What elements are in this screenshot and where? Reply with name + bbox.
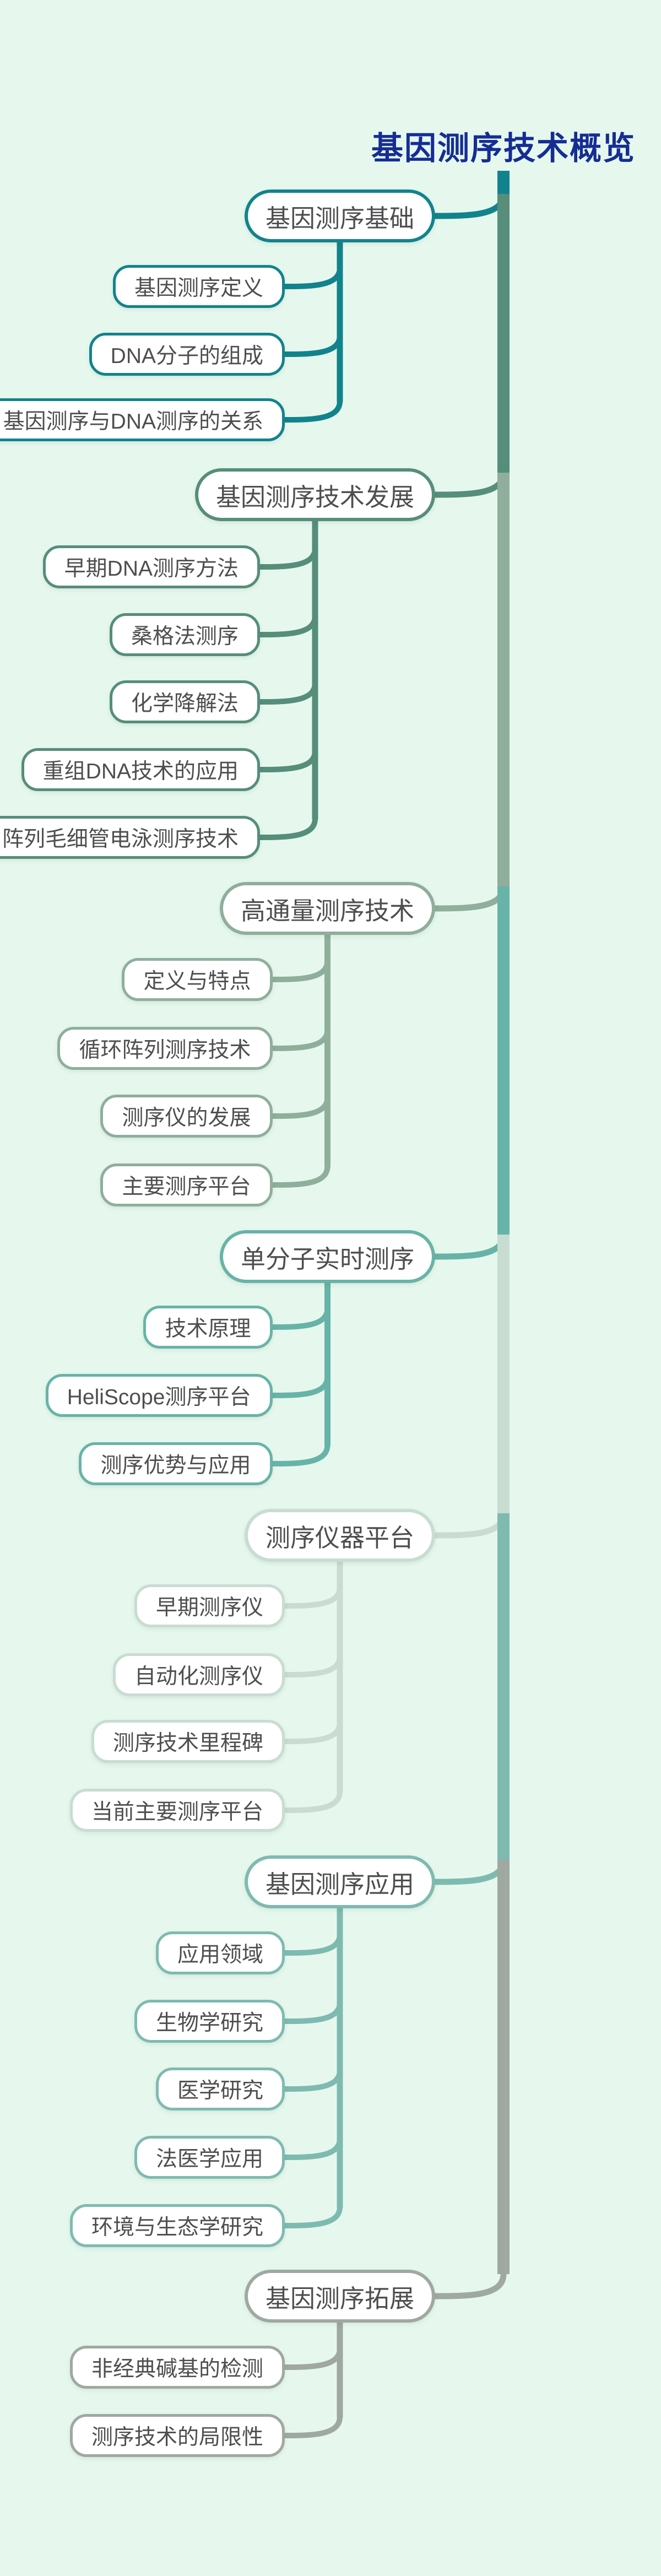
child-node[interactable]: 基因测序定义	[112, 265, 285, 308]
child-node[interactable]: 测序技术的局限性	[69, 2414, 285, 2457]
child-node[interactable]: 测序优势与应用	[79, 1442, 273, 1485]
child-node[interactable]: 技术原理	[143, 1306, 273, 1349]
connector-line	[281, 333, 343, 357]
child-node[interactable]: 主要测序平台	[100, 1163, 273, 1206]
connector-line	[268, 1027, 330, 1051]
child-node[interactable]: DNA分子的组成	[89, 333, 285, 376]
child-node[interactable]: 当前主要测序平台	[69, 1789, 285, 1832]
connector-line	[256, 680, 318, 705]
child-node[interactable]: 化学降解法	[109, 680, 260, 723]
child-node[interactable]: 自动化测序仪	[112, 1653, 285, 1696]
connector-line	[281, 2068, 343, 2092]
connector-line	[256, 545, 318, 570]
connector-line	[268, 1163, 330, 1188]
child-node[interactable]: 医学研究	[155, 2068, 285, 2110]
child-node[interactable]: 基因测序与DNA测序的关系	[0, 398, 285, 441]
connector-line	[281, 1584, 343, 1609]
branch-node[interactable]: 基因测序技术发展	[195, 468, 435, 521]
child-node[interactable]: 阵列毛细管电泳测序技术	[0, 816, 260, 859]
connector-line	[281, 2204, 343, 2228]
connector-line	[281, 398, 343, 423]
connector-line	[268, 1442, 330, 1466]
branch-node[interactable]: 高通量测序技术	[220, 882, 435, 935]
child-node[interactable]: 应用领域	[155, 1931, 285, 1974]
connector-line	[256, 748, 318, 772]
connector-line	[281, 1653, 343, 1677]
connector-line	[281, 2414, 343, 2438]
connector-line	[281, 1789, 343, 1813]
child-node[interactable]: 循环阵列测序技术	[57, 1027, 273, 1070]
connector-line	[430, 1231, 507, 1260]
child-node[interactable]: 桑格法测序	[109, 613, 260, 656]
connector-line	[430, 469, 507, 498]
connector-line	[281, 2136, 343, 2160]
connector-line	[256, 613, 318, 637]
child-node[interactable]: HeliScope测序平台	[45, 1374, 273, 1417]
branch-node[interactable]: 单分子实时测序	[220, 1230, 435, 1283]
branch-node[interactable]: 基因测序应用	[245, 1855, 435, 1908]
child-node[interactable]: 测序仪的发展	[100, 1095, 273, 1138]
connector-line	[268, 1095, 330, 1119]
connector-line	[430, 1857, 507, 1885]
connector-line	[268, 1306, 330, 1330]
child-node[interactable]: 非经典碱基的检测	[69, 2346, 285, 2389]
child-node[interactable]: 生物学研究	[134, 2000, 285, 2043]
connector-line	[256, 816, 318, 840]
child-node[interactable]: 早期DNA测序方法	[42, 545, 260, 588]
connector-line	[430, 883, 507, 912]
child-node[interactable]: 测序技术里程碑	[91, 1720, 285, 1763]
child-node[interactable]: 重组DNA技术的应用	[21, 748, 260, 791]
child-node[interactable]: 早期测序仪	[134, 1584, 285, 1627]
connector-line	[281, 1931, 343, 1956]
connector-line	[281, 2000, 343, 2024]
branch-node[interactable]: 基因测序拓展	[245, 2270, 435, 2323]
branch-node[interactable]: 基因测序基础	[245, 190, 435, 242]
connector-line	[430, 191, 507, 219]
central-topic[interactable]: 基因测序技术概览	[371, 131, 636, 166]
child-node[interactable]: 环境与生态学研究	[69, 2204, 285, 2247]
connector-line	[430, 1510, 507, 1539]
connector-line	[430, 2271, 507, 2299]
branch-node[interactable]: 测序仪器平台	[245, 1509, 435, 1562]
child-node[interactable]: 法医学应用	[134, 2136, 285, 2179]
connector-line	[268, 958, 330, 982]
connector-line	[281, 1720, 343, 1744]
child-node[interactable]: 定义与特点	[122, 958, 273, 1001]
connector-line	[268, 1374, 330, 1398]
connector-line	[281, 2346, 343, 2370]
connector-line	[281, 265, 343, 289]
